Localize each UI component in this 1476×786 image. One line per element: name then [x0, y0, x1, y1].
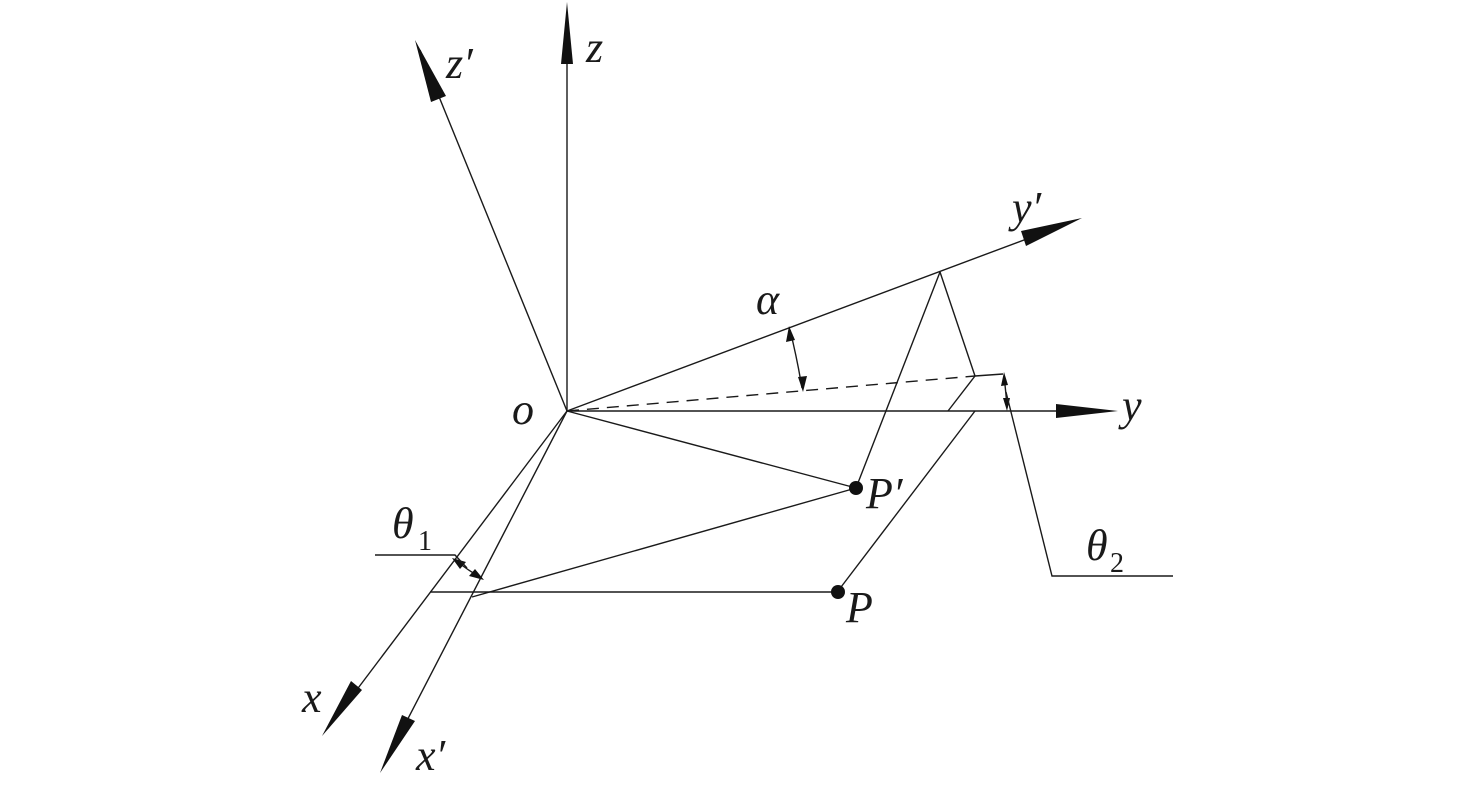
- line-o-to-p-prime: [566, 410, 857, 489]
- x-prime-axis-arrowhead: [380, 715, 415, 773]
- point-p-prime-dot: [849, 481, 863, 495]
- theta1-label: θ: [392, 499, 414, 548]
- x-prime-axis: [383, 410, 568, 766]
- dashed-projection-line: [566, 375, 976, 412]
- drop-line-y-prime: [939, 271, 976, 377]
- x-axis: [327, 410, 568, 729]
- z-axis-arrowhead: [561, 2, 573, 64]
- points: [831, 481, 863, 599]
- z-prime-axis-arrowhead: [415, 40, 446, 102]
- y-prime-axis: [566, 221, 1073, 412]
- point-p-dot: [831, 585, 845, 599]
- connector-dashed-to-y: [947, 375, 976, 412]
- y-axis-label: y: [1118, 381, 1142, 430]
- labels: z z′ y′ y o α P′ P x x′ θ 1 θ 2: [301, 23, 1142, 780]
- construction-lines: [430, 271, 1004, 598]
- theta2-base-segment: [974, 373, 1004, 377]
- x-axis-arrowhead: [322, 681, 362, 736]
- axes: [322, 2, 1118, 773]
- origin-label: o: [512, 385, 534, 434]
- line-y-to-p: [837, 410, 976, 592]
- alpha-label: α: [756, 275, 780, 324]
- point-p-prime-label: P′: [865, 469, 904, 518]
- x-axis-label: x: [301, 673, 322, 722]
- y-axis-arrowhead: [1056, 404, 1118, 418]
- theta2-subscript: 2: [1110, 548, 1124, 579]
- line-y-prime-to-p-prime: [855, 271, 941, 489]
- theta1-arrowhead-right: [469, 569, 484, 580]
- line-x-prime-to-p-prime: [471, 487, 857, 598]
- x-prime-axis-label: x′: [415, 731, 447, 780]
- point-p-label: P: [845, 583, 873, 632]
- theta1-subscript: 1: [418, 526, 432, 557]
- y-prime-axis-label: y′: [1008, 183, 1043, 232]
- theta2-arrowhead-top: [1001, 372, 1008, 386]
- theta1-leader: [375, 554, 468, 569]
- theta1-arrowhead-left: [452, 558, 466, 569]
- z-prime-axis: [419, 49, 568, 412]
- y-prime-axis-arrowhead: [1021, 218, 1082, 246]
- theta2-label: θ: [1086, 521, 1108, 570]
- z-axis-label: z: [585, 23, 603, 72]
- z-prime-axis-label: z′: [445, 39, 474, 88]
- alpha-arrowhead-top: [786, 326, 795, 342]
- theta2-leader: [1005, 391, 1173, 577]
- angle-markers: [375, 326, 1173, 580]
- alpha-arrowhead-bottom: [798, 376, 807, 392]
